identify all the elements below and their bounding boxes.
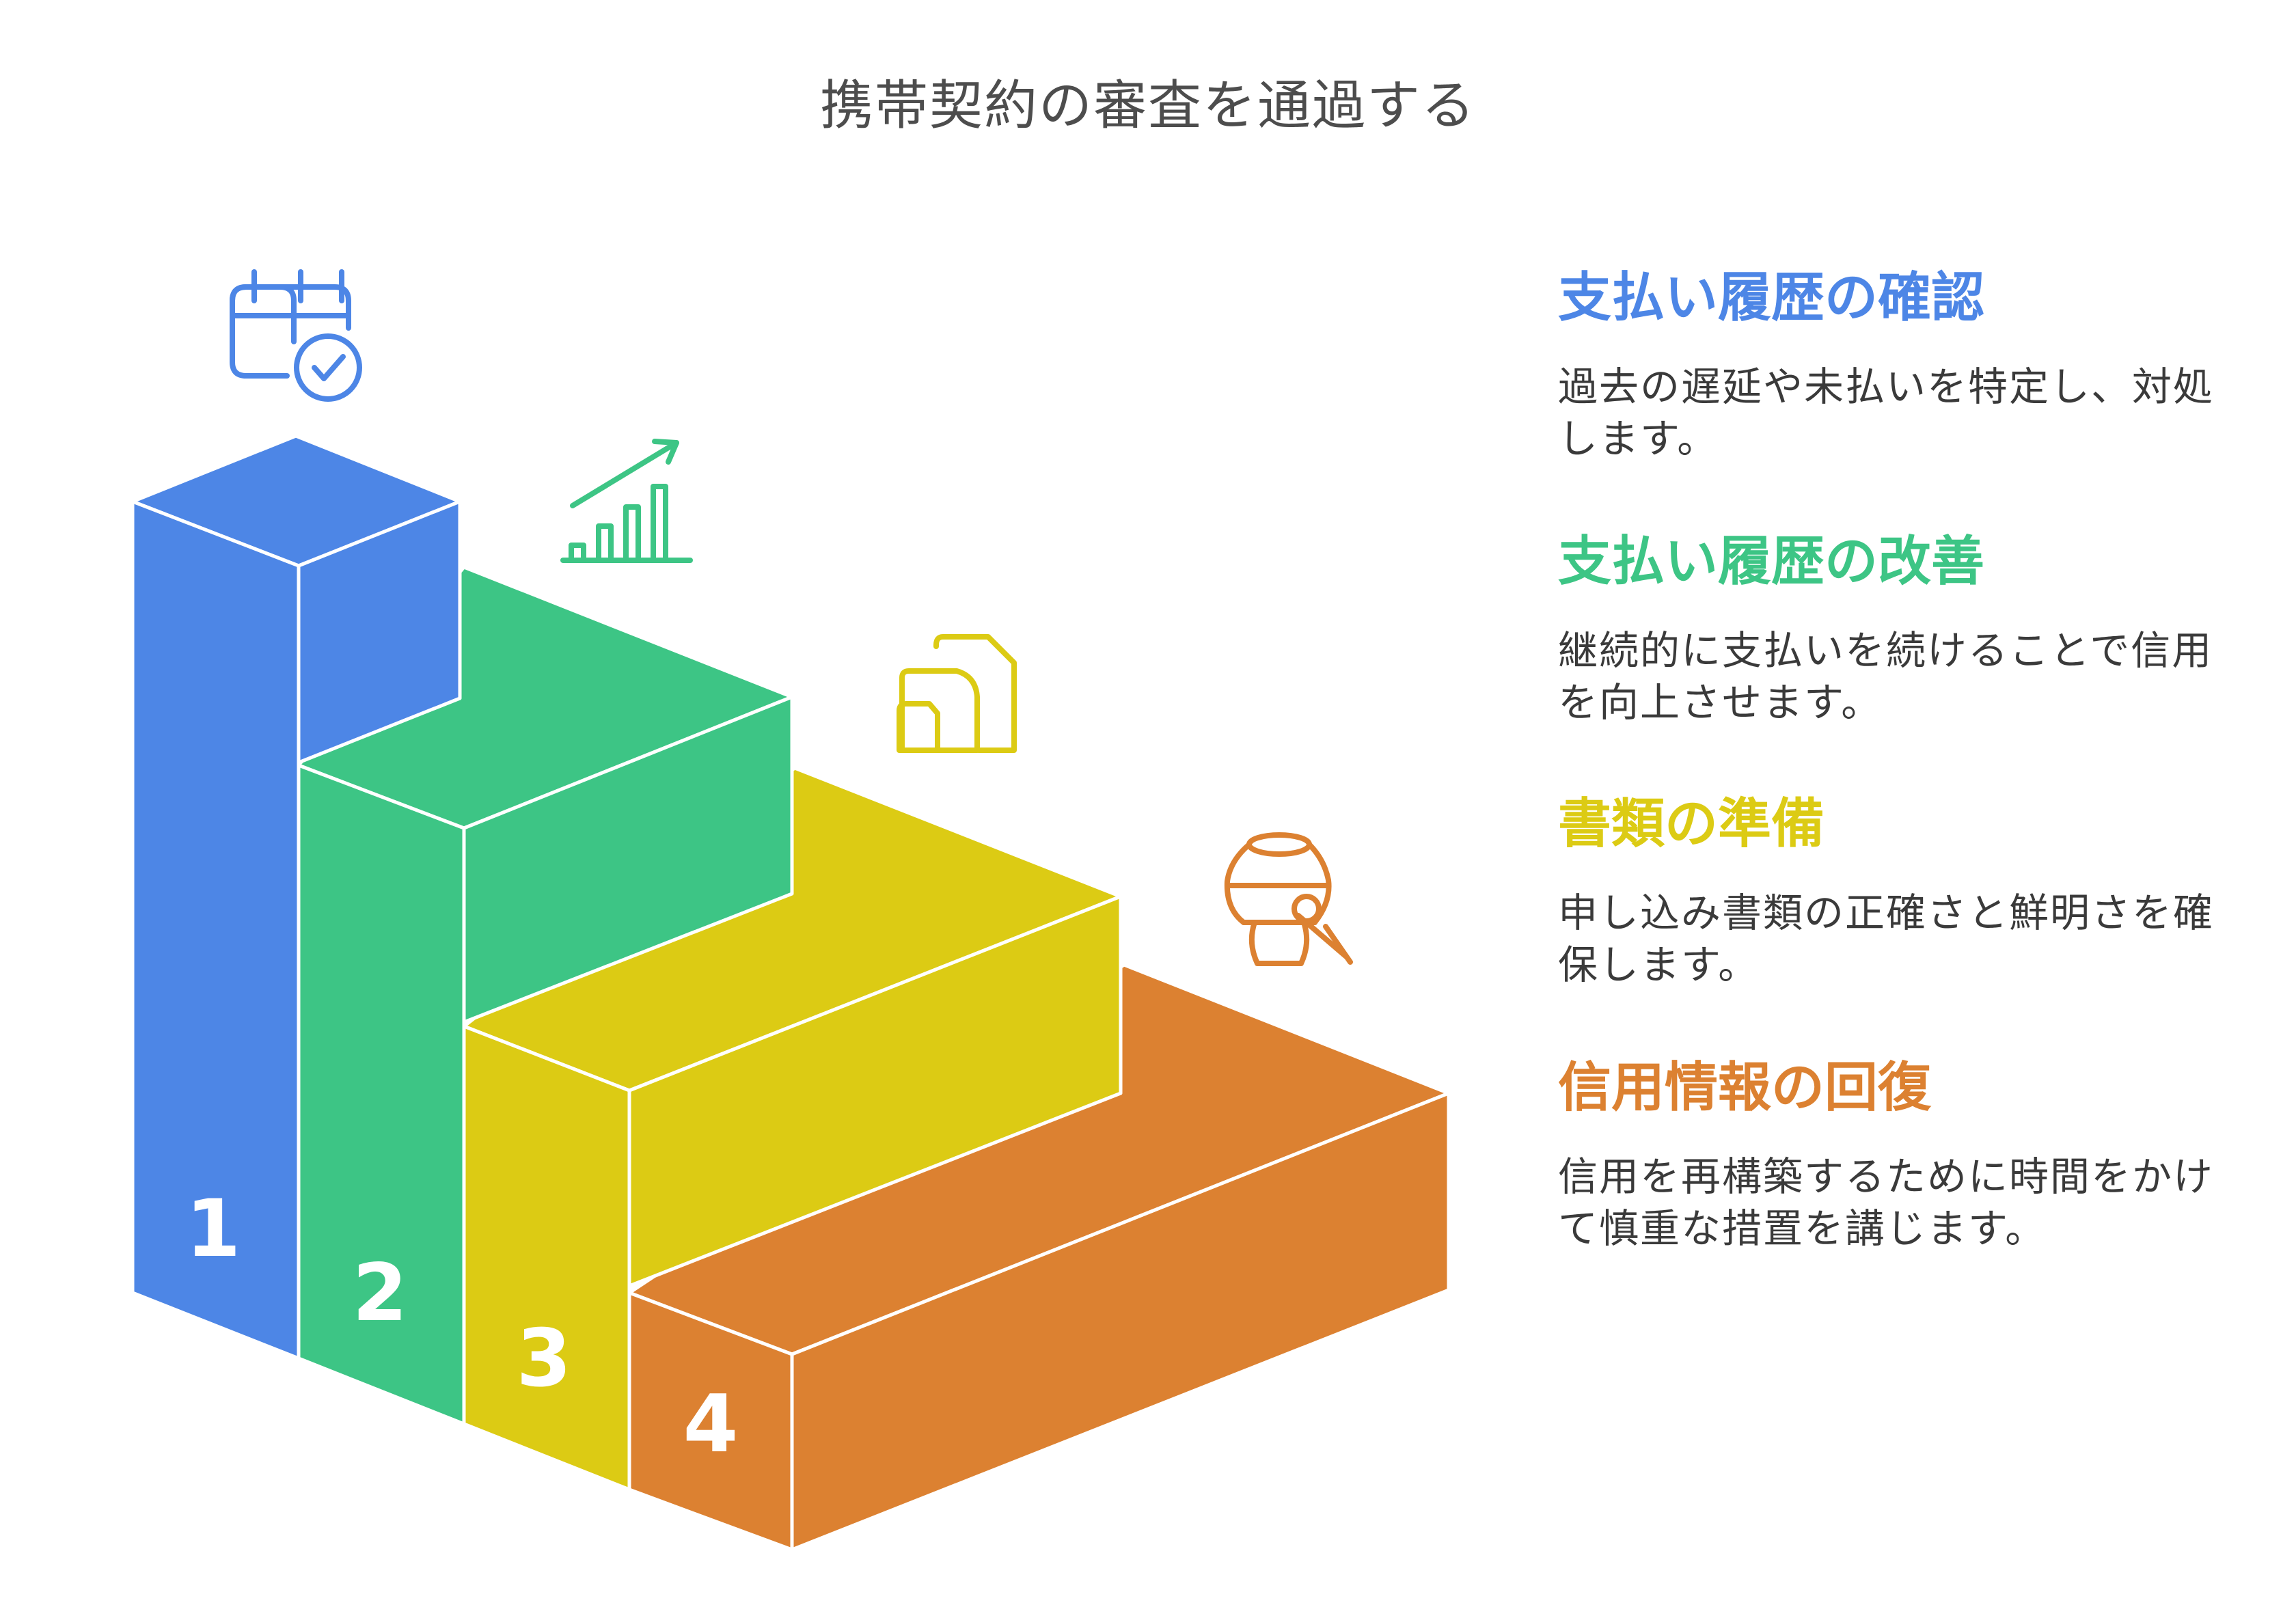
pottery-repair-icon — [1224, 832, 1353, 966]
growth-chart-icon — [560, 439, 693, 563]
step-3-number: 3 — [517, 1313, 572, 1405]
step-4-description: 信用を再構築するために時間をかけて慎重な措置を講じます。 — [1558, 1153, 2215, 1252]
step-1-title: 支払い履歴の確認 — [1558, 267, 1985, 329]
step-2-description: 継続的に支払いを続けることで信用を向上させます。 — [1558, 627, 2213, 726]
calendar-check-icon — [230, 269, 362, 402]
step-1-front-face — [131, 499, 301, 1360]
step-2-side-face — [462, 695, 794, 1024]
step-4-info: 信用情報の回復 信用を再構築するために時間をかけて慎重な措置を講じます。 — [1558, 1056, 2241, 1254]
step-1-info: 支払い履歴の確認 過去の遅延や未払いを特定し、対処します。 — [1558, 266, 2241, 465]
step-1-block — [131, 434, 462, 1360]
step-3-side-face — [627, 894, 1123, 1288]
step-4-block — [627, 963, 1451, 1552]
step-2-title: 支払い履歴の改善 — [1558, 531, 1985, 592]
step-4-title: 信用情報の回復 — [1558, 1057, 1932, 1119]
step-4-number: 4 — [683, 1378, 739, 1470]
documents-icon — [897, 634, 1017, 753]
step-3-block — [462, 766, 1123, 1492]
step-1-number: 1 — [186, 1183, 241, 1275]
step-3-title: 書類の準備 — [1558, 793, 1825, 855]
step-4-side-face — [790, 1091, 1451, 1552]
step-1-description: 過去の遅延や未払いを特定し、対処します。 — [1558, 363, 2215, 462]
step-1-side-face — [297, 499, 462, 765]
step-3-description: 申し込み書類の正確さと鮮明さを確保します。 — [1558, 889, 2215, 988]
step-2-info: 支払い履歴の改善 継続的に支払いを続けることで信用を向上させます。 — [1558, 530, 2241, 728]
step-2-number: 2 — [353, 1247, 408, 1339]
diagram-title: 携帯契約の審査を通過する — [819, 75, 1476, 137]
step-3-front-face — [462, 1024, 631, 1492]
step-3-info: 書類の準備 申し込み書類の正確さと鮮明さを確保します。 — [1558, 793, 2241, 991]
